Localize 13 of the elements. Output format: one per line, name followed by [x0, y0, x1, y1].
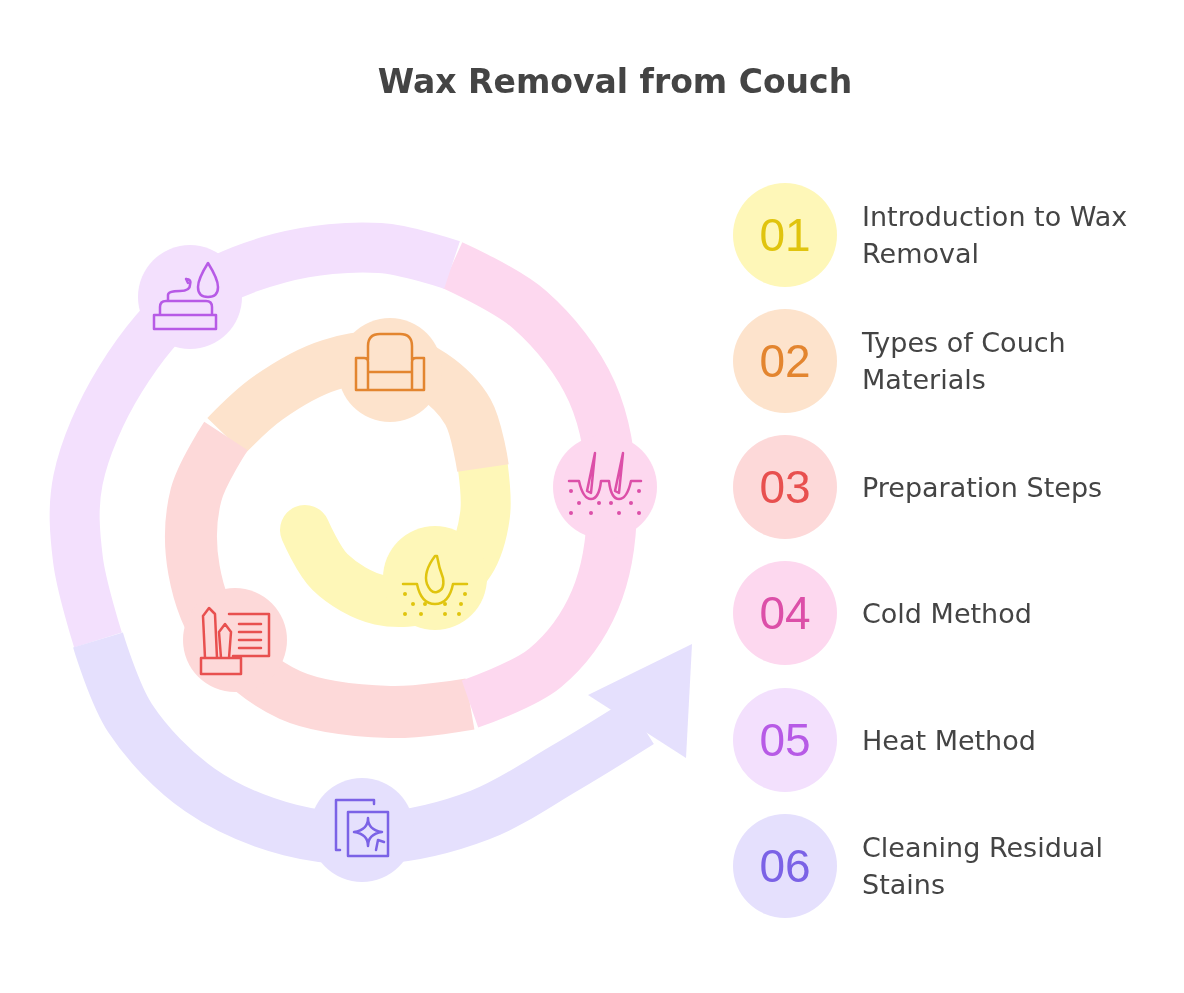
step-number: 04	[733, 561, 837, 665]
step-number: 03	[733, 435, 837, 539]
step-label: Introduction to Wax Removal	[862, 200, 1129, 271]
step-number: 02	[733, 309, 837, 413]
diagram-title: Wax Removal from Couch	[376, 62, 854, 101]
step-number: 01	[733, 183, 837, 287]
step-label: Heat Method	[862, 723, 1036, 758]
step-label: Types of Couch Materials	[862, 326, 1067, 397]
step-number: 06	[733, 814, 837, 918]
step-number: 05	[733, 688, 837, 792]
step-label: Cold Method	[862, 596, 1032, 631]
step-label: Cleaning Residual Stains	[862, 831, 1104, 902]
step-label: Preparation Steps	[862, 470, 1103, 505]
